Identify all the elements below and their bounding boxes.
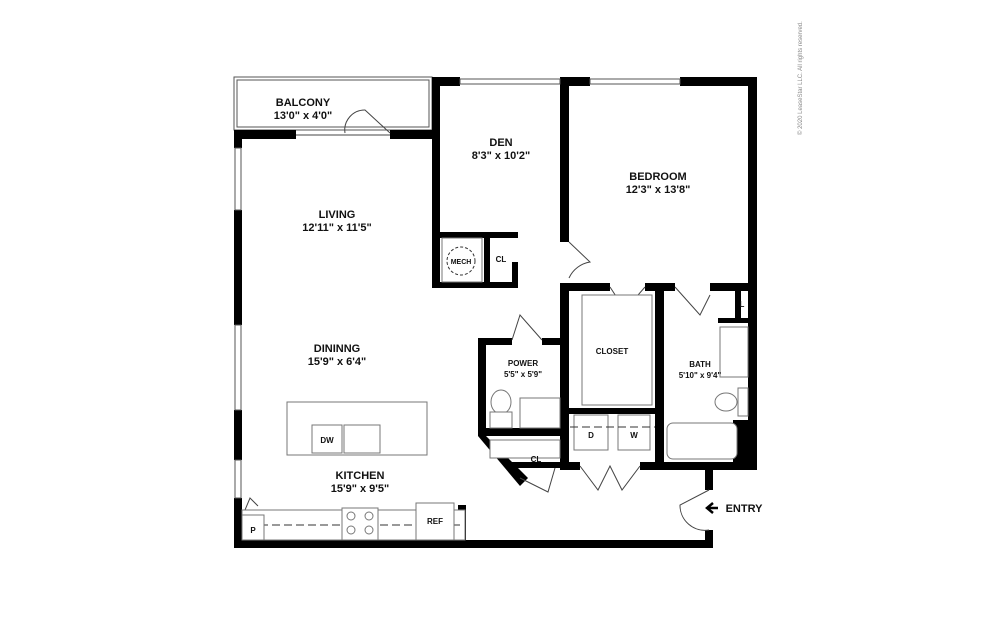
bedroom-dims: 12'3" x 13'8"	[626, 184, 691, 196]
walls	[234, 77, 757, 548]
mech-label: MECH	[451, 259, 472, 266]
fridge-label: REF	[427, 517, 443, 526]
bathtub	[666, 422, 738, 460]
den-dims: 8'3" x 10'2"	[472, 150, 530, 162]
fridge	[415, 502, 455, 541]
balcony	[233, 76, 433, 131]
windows	[234, 78, 681, 499]
living-label: LIVING	[319, 209, 356, 221]
toilet-icon	[490, 389, 512, 415]
dryer-label: D	[588, 431, 594, 440]
balcony-label: BALCONY	[276, 97, 331, 109]
room-labels: BALCONY 13'0" x 4'0" DEN 8'3" x 10'2" BE…	[250, 97, 744, 535]
stove-icon	[341, 507, 379, 541]
entry-marker: ENTRY	[705, 502, 764, 515]
dining-dims: 15'9" x 6'4"	[308, 356, 366, 368]
washer-label: W	[630, 431, 638, 440]
arrow-left-icon	[705, 502, 718, 514]
dining-label: DININNG	[314, 343, 360, 355]
closet-hall-label: CL	[531, 455, 542, 464]
mech-unit-icon	[446, 246, 476, 276]
bedroom-label: BEDROOM	[629, 171, 686, 183]
den-label: DEN	[489, 137, 512, 149]
closet-label: CLOSET	[596, 347, 629, 356]
washer	[617, 414, 651, 451]
balcony-dims: 13'0" x 4'0"	[274, 110, 332, 122]
bath-sink	[719, 326, 749, 378]
dryer	[573, 414, 609, 451]
closet-den-label: CL	[496, 255, 507, 264]
entry-label: ENTRY	[726, 503, 764, 515]
kitchen-label: KITCHEN	[336, 470, 385, 482]
bath-label: BATH	[689, 360, 711, 369]
living-dims: 12'11" x 11'5"	[302, 222, 372, 234]
pantry	[241, 514, 265, 541]
linen-label: L	[740, 300, 745, 309]
power-dims: 5'5" x 5'9"	[504, 370, 542, 379]
bath-toilet	[714, 392, 738, 412]
power-label: POWER	[508, 359, 538, 368]
kitchen-dims: 15'9" x 9'5"	[331, 483, 389, 495]
copyright-notice: © 2020 LeaseStar LLC. All rights reserve…	[798, 21, 804, 135]
kitchen-sink	[343, 424, 381, 454]
bath-dims: 5'10" x 9'4"	[679, 371, 722, 380]
power-sink	[519, 397, 561, 429]
dishwasher-label: DW	[320, 436, 334, 445]
pantry-label: P	[250, 526, 256, 535]
dishwasher	[311, 424, 343, 454]
fixtures	[241, 237, 749, 541]
